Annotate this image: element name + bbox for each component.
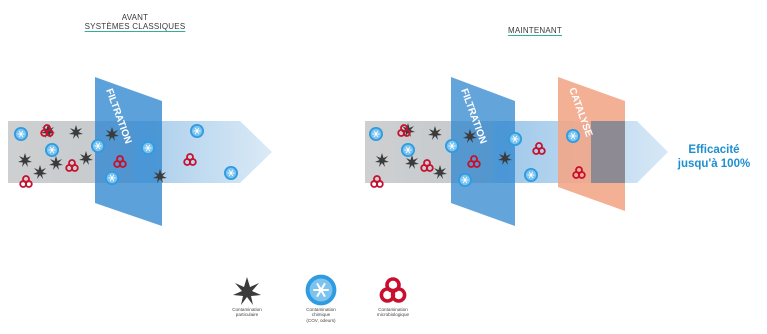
chemical-molecule-icon <box>44 142 60 158</box>
after-diagram: FILTRATION CATALYSE <box>365 77 668 226</box>
chemical-molecule-icon <box>444 138 460 154</box>
legend-label-particulate: Contamination particulaire <box>207 307 287 318</box>
chemical-molecule-icon <box>140 140 156 156</box>
after-heading-text: MAINTENANT <box>508 26 562 35</box>
legend-label-line: particulaire <box>235 312 259 318</box>
before-heading-line1: AVANT <box>121 13 149 22</box>
chemical-molecule-icon <box>565 128 581 144</box>
before-heading: AVANT SYSTÈMES CLASSIQUES <box>70 13 200 31</box>
chemical-molecule-icon <box>304 273 338 307</box>
chemical-molecule-icon <box>400 142 416 158</box>
before-heading-line2: SYSTÈMES CLASSIQUES <box>84 22 186 31</box>
chemical-molecule-icon <box>13 126 29 142</box>
legend-label-line: chimique <box>311 312 331 318</box>
catalysis-overlap-zone <box>591 121 625 183</box>
efficiency-line1: Efficacité <box>688 144 740 156</box>
chemical-molecule-icon <box>507 131 523 147</box>
after-heading: MAINTENANT <box>470 26 600 35</box>
before-diagram: FILTRATION <box>8 77 272 226</box>
particle-icon <box>233 277 261 305</box>
chemical-molecule-icon <box>189 123 205 139</box>
legend-label-microbiological: Contamination microbiologique <box>353 307 433 318</box>
after-filter-panel <box>451 77 515 226</box>
legend-label-line: (COV, odeurs) <box>306 317 336 323</box>
before-filter-panel <box>95 77 162 226</box>
chemical-molecule-icon <box>104 170 120 186</box>
efficiency-result: Efficacité jusqu'à 100% <box>664 143 764 171</box>
chemical-molecule-icon <box>523 167 539 183</box>
legend-label-line: microbiologique <box>376 312 410 318</box>
chemical-molecule-icon <box>457 172 473 188</box>
legend <box>233 273 407 307</box>
biohazard-icon <box>379 277 407 303</box>
legend-label-line: Contamination <box>378 307 408 312</box>
legend-label-chemical: Contamination chimique (COV, odeurs) <box>281 307 361 323</box>
legend-label-line: Contamination <box>232 307 262 312</box>
chemical-molecule-icon <box>90 138 106 154</box>
chemical-molecule-icon <box>368 126 384 142</box>
efficiency-line2: jusqu'à 100% <box>677 158 751 170</box>
legend-label-line: Contamination <box>306 307 336 312</box>
chemical-molecule-icon <box>223 165 239 181</box>
